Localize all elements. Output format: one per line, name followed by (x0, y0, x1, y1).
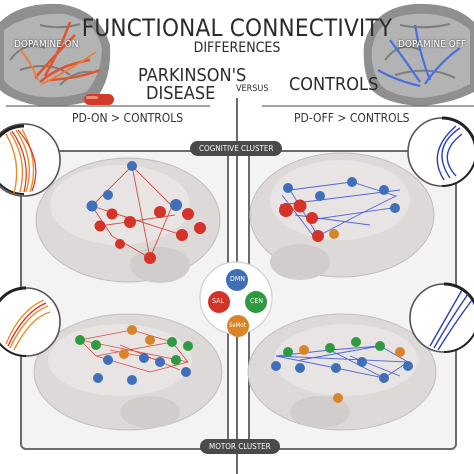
chord-pd-off-cognitive (407, 116, 474, 187)
figure-title: FUNCTIONAL CONNECTIVITY (81, 14, 393, 42)
legend-dmn-label: DMN (230, 275, 245, 283)
controls-label: CONTROLS (289, 74, 379, 95)
versus-label: VERSUS (236, 84, 269, 94)
network-legend (199, 261, 273, 337)
legend-cen-label: CEN (250, 297, 264, 305)
cognitive-cluster-pill: COGNITIVE CLUSTER (190, 141, 283, 156)
brain-dopamine-off-image (363, 3, 474, 106)
chord-pd-off-motor (409, 282, 474, 353)
levodopa-pill-icon (84, 94, 114, 105)
dopamine-off-label: DOPAMINE OFF (398, 39, 467, 50)
legend-cen-marker (245, 291, 267, 313)
chord-pd-on-cognitive (0, 123, 61, 197)
legend-semot-label: SeMot (229, 322, 246, 329)
motor-cluster-pill: MOTOR CLUSTER (200, 439, 280, 454)
brain-pd-off-cognitive (249, 152, 435, 280)
dopamine-on-label: DOPAMINE ON (14, 39, 79, 50)
brain-pd-on-motor (33, 313, 223, 431)
figure-subtitle: DIFFERENCES (193, 40, 281, 56)
pd-label-line1: PARKINSON'S (138, 65, 247, 86)
comparison-right-label: PD-OFF > CONTROLS (294, 111, 410, 125)
brain-pd-on-cognitive (35, 157, 221, 283)
brain-pd-off-motor (247, 313, 437, 431)
comparison-left-label: PD-ON > CONTROLS (72, 111, 184, 125)
legend-sal-label: SAL (212, 297, 224, 305)
legend-sal-marker (208, 291, 230, 313)
pd-label-line2: DISEASE (146, 83, 216, 104)
chord-pd-on-motor (0, 286, 61, 357)
legend-dmn-marker (226, 269, 248, 291)
brain-dopamine-on-image (0, 3, 111, 107)
legend-semot-marker (227, 315, 249, 337)
